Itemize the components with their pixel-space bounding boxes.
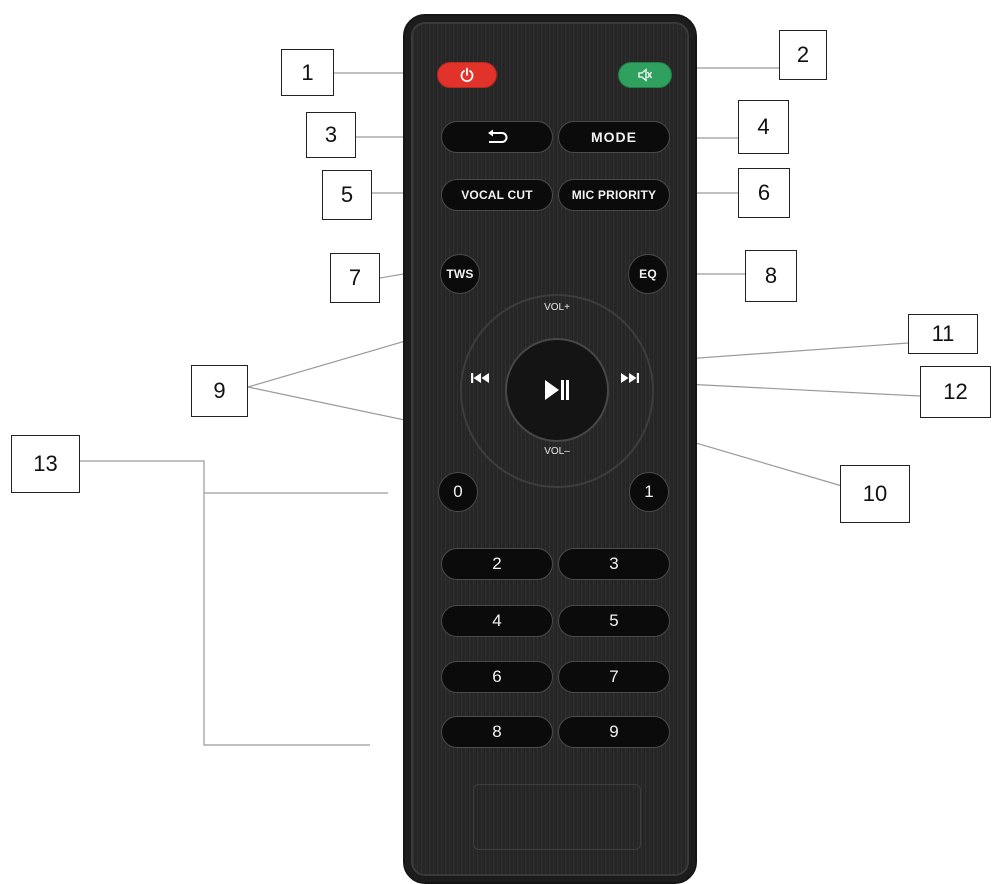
number-key-label: 9 (609, 722, 619, 741)
callout-6: 6 (738, 168, 790, 218)
skip-next-icon (621, 373, 639, 383)
skip-previous-icon (471, 373, 489, 383)
callout-12: 12 (920, 366, 991, 418)
navigation-ring (460, 294, 654, 488)
number-key-label: 1 (644, 482, 654, 501)
number-key-8[interactable]: 8 (441, 716, 553, 748)
number-key-5[interactable]: 5 (558, 605, 670, 637)
vol-up-button[interactable]: VOL+ (544, 302, 570, 313)
callout-9: 9 (191, 365, 248, 417)
callout-5: 5 (322, 170, 372, 220)
power-button[interactable] (437, 62, 497, 88)
callout-4: 4 (738, 100, 789, 154)
callout-11: 11 (908, 314, 978, 354)
number-key-7[interactable]: 7 (558, 661, 670, 693)
number-key-label: 5 (609, 611, 619, 630)
mic-priority-label: MIC PRIORITY (571, 188, 657, 202)
mode-button-label: MODE (591, 129, 637, 145)
number-key-label: 0 (453, 482, 463, 501)
number-key-2[interactable]: 2 (441, 548, 553, 580)
tws-label: TWS (446, 267, 474, 281)
eq-button[interactable]: EQ (628, 254, 668, 294)
callout-8: 8 (745, 250, 797, 302)
eq-label: EQ (639, 267, 657, 281)
leader-13 (80, 460, 370, 746)
callout-2: 2 (779, 30, 827, 80)
remote-control: MODE VOCAL CUT MIC PRIORITY TWS EQ VOL+ … (403, 14, 697, 884)
callout-1: 1 (281, 49, 334, 96)
number-key-0[interactable]: 0 (438, 472, 478, 512)
ir-window (473, 784, 641, 850)
number-key-9[interactable]: 9 (558, 716, 670, 748)
back-button[interactable] (441, 121, 553, 153)
mute-icon (638, 68, 653, 82)
play-pause-button[interactable] (505, 338, 609, 442)
number-key-label: 8 (492, 722, 502, 741)
vocal-cut-label: VOCAL CUT (461, 188, 533, 202)
callout-10: 10 (840, 465, 910, 523)
return-arrow-icon (488, 129, 508, 143)
vol-down-button[interactable]: VOL– (544, 446, 570, 457)
number-key-1[interactable]: 1 (629, 472, 669, 512)
next-button[interactable] (613, 366, 647, 390)
previous-button[interactable] (463, 366, 497, 390)
mute-button[interactable] (618, 62, 672, 88)
number-key-label: 2 (492, 554, 502, 573)
vocal-cut-button[interactable]: VOCAL CUT (441, 179, 553, 211)
play-pause-icon (545, 380, 569, 400)
number-key-4[interactable]: 4 (441, 605, 553, 637)
callout-7: 7 (330, 253, 380, 303)
callout-13: 13 (11, 435, 80, 493)
mic-priority-button[interactable]: MIC PRIORITY (558, 179, 670, 211)
number-key-label: 3 (609, 554, 619, 573)
callout-3: 3 (306, 112, 356, 158)
number-key-label: 4 (492, 611, 502, 630)
number-key-6[interactable]: 6 (441, 661, 553, 693)
number-key-label: 7 (609, 667, 619, 686)
tws-button[interactable]: TWS (440, 254, 480, 294)
number-key-3[interactable]: 3 (558, 548, 670, 580)
mode-button[interactable]: MODE (558, 121, 670, 153)
power-icon (460, 67, 474, 82)
number-key-label: 6 (492, 667, 502, 686)
